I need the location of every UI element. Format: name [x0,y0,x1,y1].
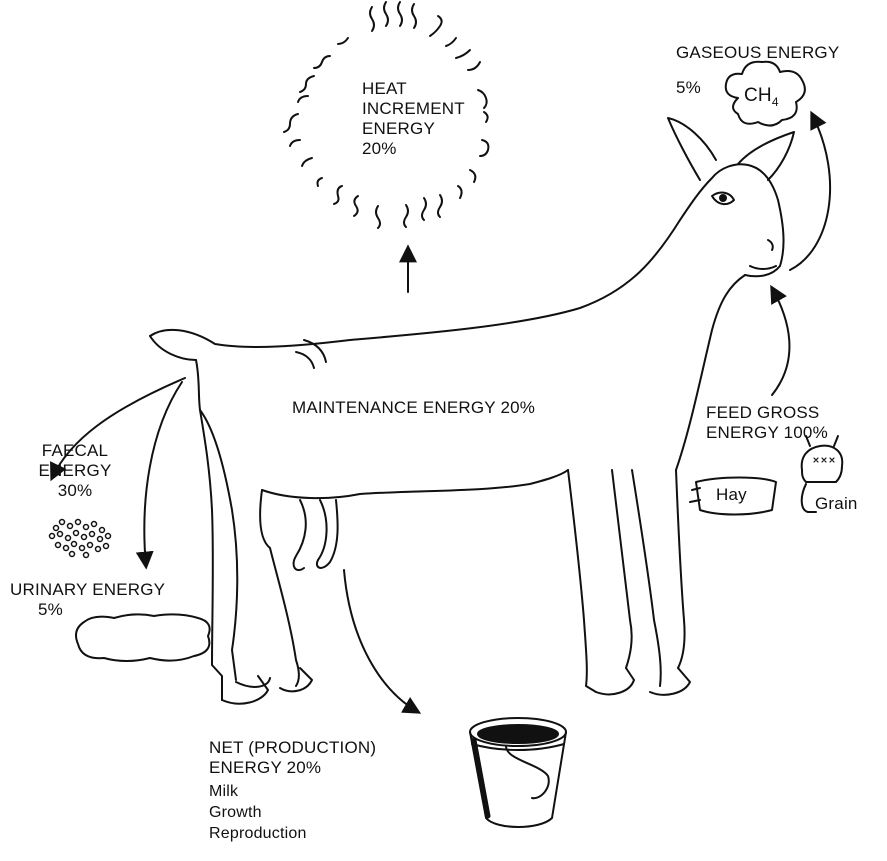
ch4-subscript: 4 [772,95,779,109]
grain-sack-marks [814,458,834,462]
feed-line1: FEED GROSS [706,403,828,423]
faecal-line2: ENERGY [30,461,120,481]
urine-puddle [76,614,210,661]
urinary-arrow [144,382,182,566]
heat-label: HEAT INCREMENT ENERGY 20% [362,79,465,159]
urinary-label: URINARY ENERGY [10,580,165,600]
net-items: Milk Growth Reproduction [209,781,307,844]
net-item-reproduction: Reproduction [209,823,307,844]
milk-bucket [470,718,566,827]
faecal-line1: FAECAL [30,441,120,461]
faeces-pellets [50,520,111,558]
net-arrow [344,570,418,712]
faecal-label: FAECAL ENERGY 30% [30,441,120,501]
urinary-value: 5% [38,600,63,620]
feed-line2: ENERGY 100% [706,423,828,443]
net-item-growth: Growth [209,802,307,823]
feed-label: FEED GROSS ENERGY 100% [706,403,828,443]
grain-label: Grain [815,494,858,514]
hay-label: Hay [716,485,747,505]
ch4-label: CH4 [744,86,779,112]
ch4-text: CH [744,85,772,106]
gaseous-title: GASEOUS ENERGY [676,43,839,63]
net-line2: ENERGY 20% [209,758,376,778]
heat-line2: INCREMENT [362,99,465,119]
faecal-value: 30% [30,481,120,501]
feed-arrow [772,288,789,395]
heat-line3: ENERGY [362,119,465,139]
grain-sack [802,446,843,482]
gaseous-arrow [790,114,830,270]
heat-value: 20% [362,139,465,159]
maintenance-label: MAINTENANCE ENERGY 20% [292,398,535,418]
gaseous-value: 5% [676,78,701,98]
heat-line1: HEAT [362,79,465,99]
net-item-milk: Milk [209,781,307,802]
net-line1: NET (PRODUCTION) [209,738,376,758]
grain-bracket [802,484,816,512]
net-label: NET (PRODUCTION) ENERGY 20% [209,738,376,778]
